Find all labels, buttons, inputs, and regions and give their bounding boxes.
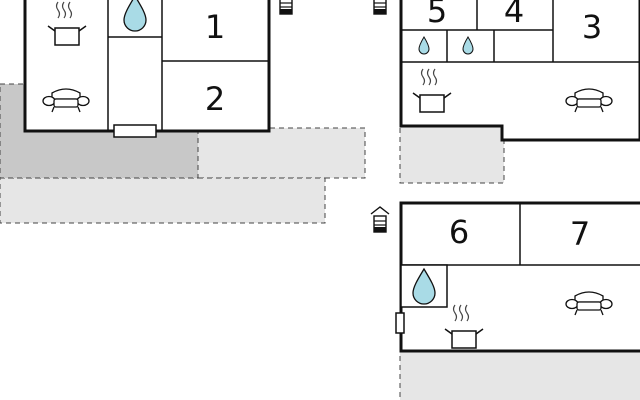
- room-label-4: 4: [504, 0, 524, 30]
- door-icon: [395, 312, 405, 334]
- stairs-icon: [370, 0, 390, 15]
- terrace-right-bottom: [399, 351, 640, 400]
- stairs-icon: [276, 0, 296, 15]
- room-label-7: 7: [570, 215, 590, 253]
- building-right-bottom: [399, 201, 640, 353]
- door-icon: [113, 124, 157, 138]
- terrace-right-top: [399, 125, 505, 184]
- room-label-3: 3: [582, 8, 602, 46]
- stairs-icon: [370, 206, 390, 233]
- building-left: [23, 0, 271, 133]
- room-label-1: 1: [205, 8, 225, 46]
- room-label-2: 2: [205, 80, 225, 118]
- room-label-5: 5: [427, 0, 447, 30]
- room-label-6: 6: [449, 213, 469, 251]
